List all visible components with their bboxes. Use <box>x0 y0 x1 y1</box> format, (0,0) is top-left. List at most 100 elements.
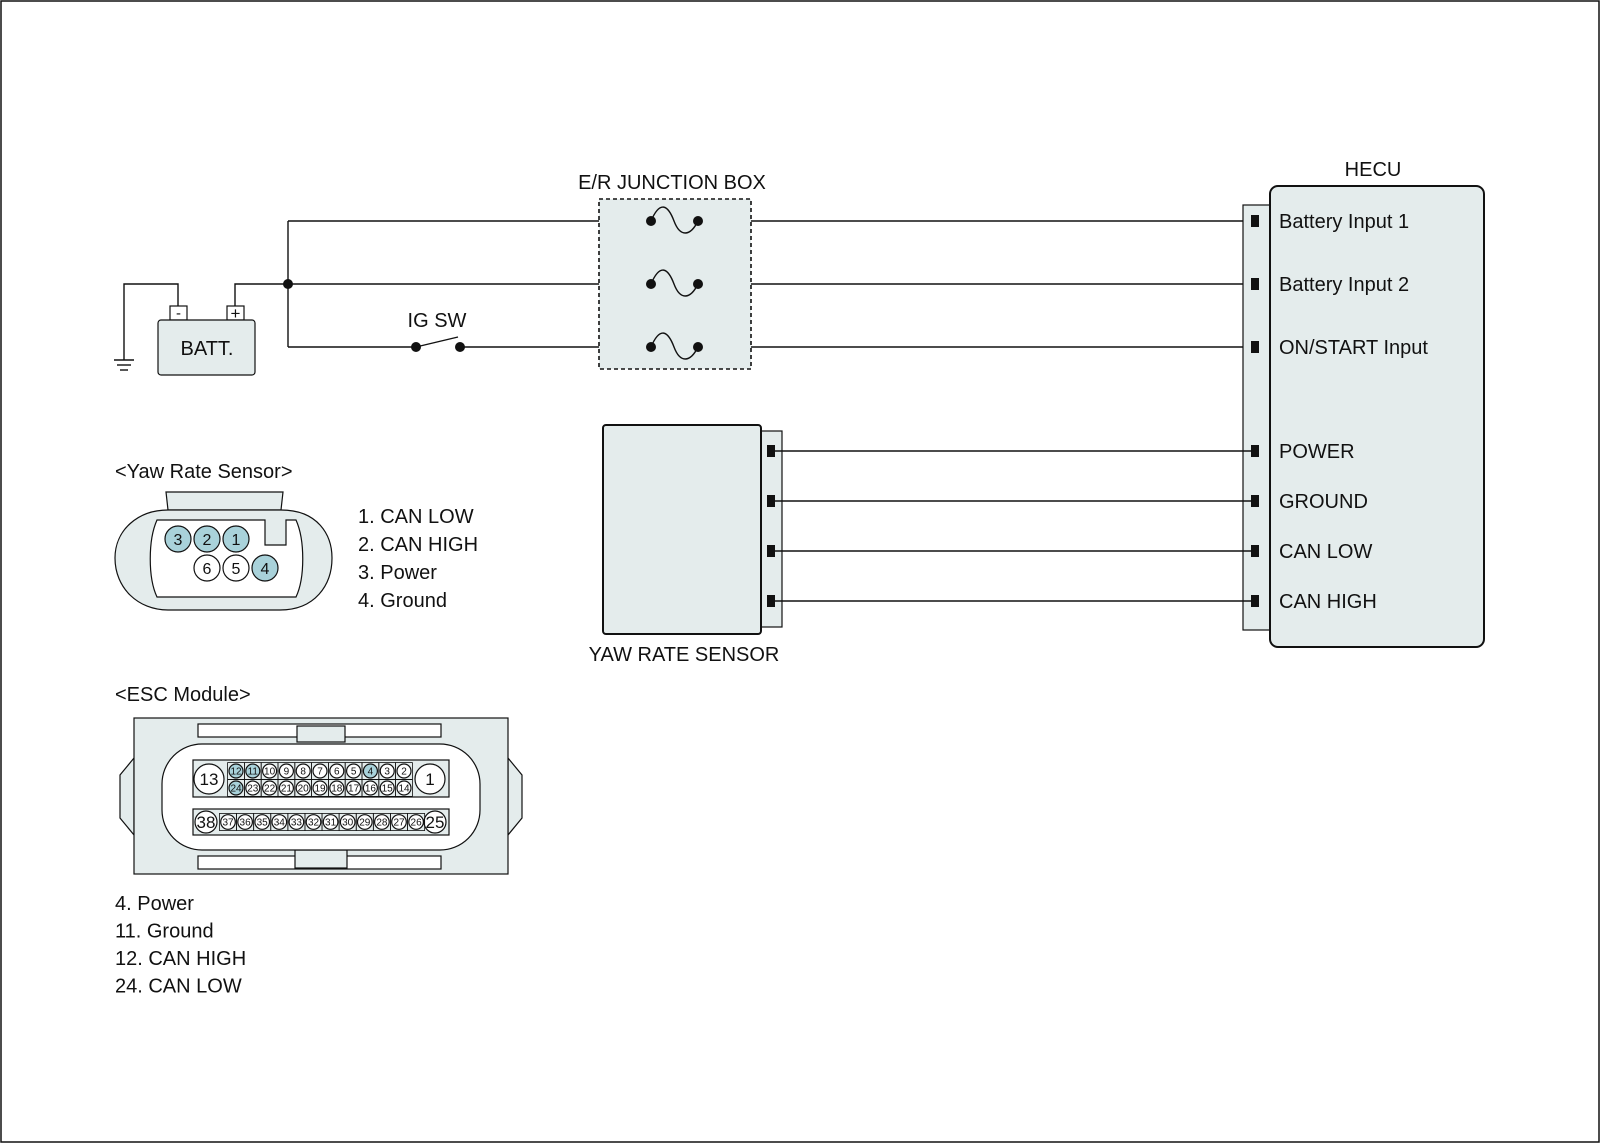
esc-pin-number: 10 <box>264 767 276 778</box>
yaw-pin-number: 2 <box>203 532 212 549</box>
fuse-1 <box>646 206 703 234</box>
hecu-pin-label: ON/START Input <box>1279 337 1428 359</box>
esc-pin <box>362 763 378 779</box>
esc-pin-number: 7 <box>317 767 323 778</box>
battery-positive-wire <box>234 283 288 309</box>
esc-pin <box>374 814 390 830</box>
battery-body <box>157 319 256 376</box>
esc-pin-number: 36 <box>240 818 252 829</box>
battery-ground-wire <box>123 283 179 360</box>
battery-label: BATT. <box>181 338 234 360</box>
esc-top-key <box>296 725 346 743</box>
yaw-pin <box>193 525 221 553</box>
esc-pin <box>339 814 356 830</box>
esc-pin-number: 1 <box>425 770 434 789</box>
esc-pin <box>346 780 362 796</box>
esc-pin <box>408 814 425 830</box>
yaw-rate-sensor: YAW RATE SENSOR <box>589 424 1252 666</box>
esc-pin <box>379 763 395 779</box>
yaw-sensor-wires <box>767 445 1252 607</box>
ig-switch-contact-right <box>455 342 465 352</box>
esc-pin <box>329 780 345 796</box>
esc-pin-number: 25 <box>426 813 445 832</box>
esc-pin <box>396 763 412 779</box>
esc-pin <box>262 780 278 796</box>
esc-pin-number: 23 <box>247 784 259 795</box>
battery: - + BATT. <box>157 304 256 376</box>
esc-legend-item: 24. CAN LOW <box>115 976 242 998</box>
esc-pin-number: 34 <box>274 818 286 829</box>
esc-pin-number: 5 <box>351 767 357 778</box>
hecu-pin-terminal <box>1251 215 1259 227</box>
esc-pin-number: 18 <box>331 784 343 795</box>
esc-pin-number: 14 <box>398 784 410 795</box>
hecu-pin-label: CAN LOW <box>1279 541 1372 563</box>
esc-pin-number: 3 <box>384 767 390 778</box>
hecu-pin-label: GROUND <box>1279 491 1368 513</box>
esc-pin-number: 20 <box>298 784 310 795</box>
esc-pin-number: 12 <box>230 767 242 778</box>
hecu-connector-strip <box>1242 204 1274 631</box>
yaw-pin-number: 5 <box>232 561 241 578</box>
esc-pin <box>322 814 339 830</box>
yaw-connector-latch <box>165 491 284 511</box>
esc-large-pin <box>414 763 446 795</box>
esc-pin-number: 4 <box>368 767 374 778</box>
esc-large-pin <box>194 810 218 834</box>
esc-pin <box>288 814 305 830</box>
esc-pin <box>262 763 278 779</box>
esc-pin <box>278 780 294 796</box>
fuse-2 <box>646 269 703 297</box>
hecu-pin-label: POWER <box>1279 441 1355 463</box>
esc-pin <box>278 763 294 779</box>
esc-pin <box>391 814 407 830</box>
power-wiring <box>114 220 1252 371</box>
esc-pin <box>346 763 362 779</box>
esc-pin-cell <box>407 813 426 831</box>
esc-connector-title: <ESC Module> <box>115 684 251 706</box>
esc-pin <box>379 780 395 796</box>
yaw-pin <box>222 554 250 582</box>
esc-pin-number: 2 <box>401 767 407 778</box>
esc-pin-number: 32 <box>308 818 320 829</box>
esc-pin <box>245 763 261 779</box>
yaw-legend-item: 2. CAN HIGH <box>358 534 478 556</box>
junction-box-body <box>598 198 752 370</box>
esc-pin-number: 22 <box>264 784 276 795</box>
esc-pin <box>305 814 322 830</box>
esc-pin <box>245 780 261 796</box>
esc-pin <box>312 780 328 796</box>
hecu-label: HECU <box>1345 159 1402 181</box>
esc-bottom-key <box>294 849 348 869</box>
hecu-pin-terminal <box>1251 445 1259 457</box>
esc-pin <box>228 763 244 779</box>
yaw-pin-number: 1 <box>232 532 241 549</box>
esc-pin-number: 19 <box>314 784 326 795</box>
esc-pin-number: 21 <box>281 784 293 795</box>
esc-pin <box>228 780 244 796</box>
yaw-sensor-pin-terminal <box>767 595 775 607</box>
esc-pin-number: 33 <box>291 818 303 829</box>
esc-pin <box>362 780 378 796</box>
esc-pin-number: 9 <box>284 767 290 778</box>
esc-pin-number: 13 <box>200 770 219 789</box>
esc-pin <box>312 763 328 779</box>
hecu-pin-label: Battery Input 1 <box>1279 211 1409 233</box>
hecu-body <box>1269 185 1485 648</box>
esc-pin-number: 17 <box>348 784 360 795</box>
yaw-sensor-pin-terminal <box>767 545 775 557</box>
yaw-pin <box>222 525 250 553</box>
esc-pin-number: 24 <box>230 784 242 795</box>
hecu-pin-label: Battery Input 2 <box>1279 274 1409 296</box>
esc-pin <box>271 814 288 830</box>
hecu-module: HECU Battery Input 1 Battery Input 2 ON/ST… <box>1242 159 1485 648</box>
esc-pin-cell <box>395 779 413 797</box>
yaw-legend-item: 1. CAN LOW <box>358 506 474 528</box>
hecu-pin-terminal <box>1251 341 1259 353</box>
ig-switch-label: IG SW <box>408 310 467 332</box>
yaw-pin-number: 3 <box>174 532 183 549</box>
